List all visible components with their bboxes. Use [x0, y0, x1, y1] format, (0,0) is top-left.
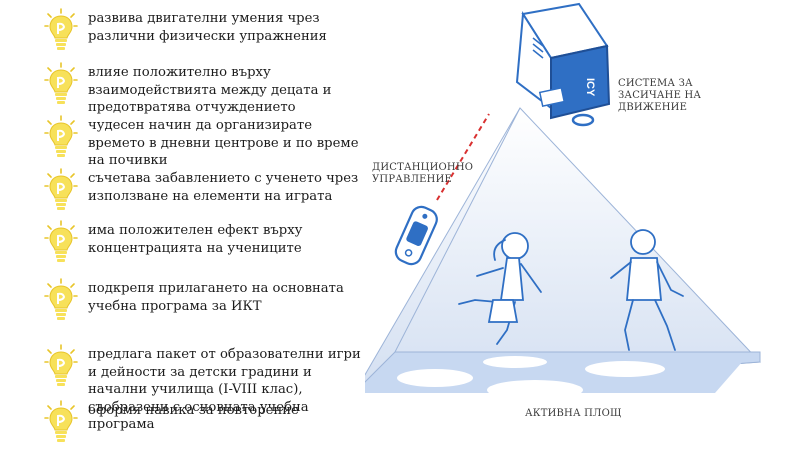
floor-label: АКТИВНА ПЛОЩ [525, 408, 622, 419]
benefit-text: чудесен начин да организирате времето в … [88, 118, 359, 168]
floor-spot [585, 361, 665, 377]
benefit-text: оформя навика за повторение [88, 403, 299, 418]
lightbulb-icon [44, 115, 78, 159]
lightbulb-icon [44, 278, 78, 322]
motion-system-illustration: ICY [353, 0, 800, 452]
remote-signal-line [436, 113, 490, 201]
lightbulb-icon [44, 220, 78, 264]
device-brand-text: ICY [584, 78, 596, 97]
benefit-text: подкрепя прилагането на основната учебна… [88, 281, 344, 314]
lightbulb-icon [44, 168, 78, 212]
girl-figure [458, 232, 542, 345]
lightbulb-icon [44, 344, 78, 388]
floor-spot [397, 369, 473, 387]
remote-control [394, 205, 438, 266]
illustration-svg: ICY [353, 2, 762, 400]
floor-spot [483, 356, 547, 368]
lightbulb-icon [44, 8, 78, 52]
benefits-list: развива двигателни умения чрез различни … [0, 0, 370, 452]
benefit-text: развива двигателни умения чрез различни … [88, 11, 327, 44]
projector-device: ICY [515, 2, 611, 127]
benefit-text: съчетава забавлението с ученето чрез изп… [88, 171, 359, 204]
projector-label: СИСТЕМА ЗА ЗАСИЧАНЕ НА ДВИЖЕНИЕ [618, 78, 702, 113]
lightbulb-icon [44, 400, 78, 444]
beam-edge [394, 107, 521, 353]
benefit-text: влияе положително върху взаимодействията… [88, 65, 332, 115]
floor-spot [487, 380, 583, 400]
benefit-text: предлага пакет от образователни игри и д… [88, 347, 361, 432]
remote-label: ДИСТАНЦИОННО УПРАВЛЕНИЕ [372, 162, 474, 185]
boy-figure [610, 229, 684, 351]
lightbulb-icon [44, 62, 78, 106]
benefit-text: има положителен ефект върху концентрация… [88, 223, 303, 256]
